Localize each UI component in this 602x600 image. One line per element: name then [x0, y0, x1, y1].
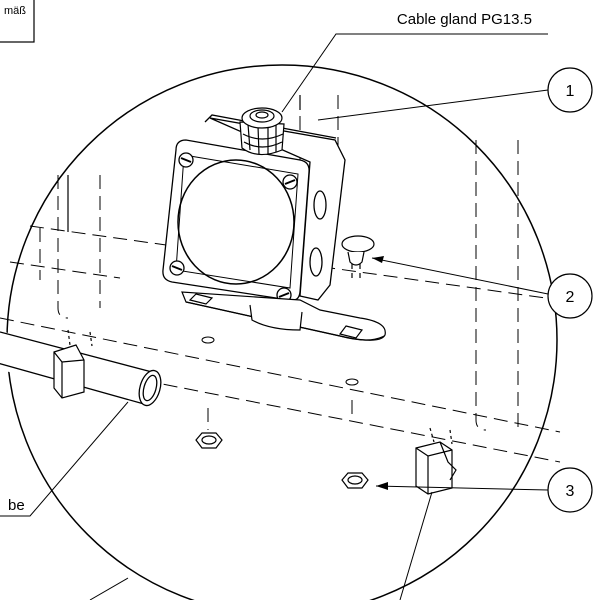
box-lid: [177, 159, 295, 285]
leader-lines: [0, 33, 549, 600]
callout-2-number: 2: [566, 289, 575, 306]
nut: [195, 432, 223, 449]
leader-arrowheads: [372, 256, 388, 490]
dashed-frame-lines: [0, 95, 561, 463]
junction-box: [162, 114, 346, 303]
corner-title-text: mäß: [4, 5, 26, 17]
side-knockout: [309, 247, 323, 277]
mounting-bracket: [181, 291, 386, 341]
callout-1-number: 1: [566, 83, 575, 100]
callout-3-number: 3: [566, 483, 575, 500]
cable-clip: [415, 427, 457, 495]
callout-1: 1: [547, 67, 593, 113]
corner-title-box: mäß: [0, 0, 35, 43]
cable-gland-label: Cable gland PG13.5: [397, 11, 532, 28]
nut: [341, 472, 369, 489]
box-screw: [178, 152, 194, 168]
box-front-face: [162, 139, 310, 301]
side-knockout: [313, 190, 327, 220]
pipe-clip: [53, 329, 93, 399]
mounting-holes: [201, 336, 359, 386]
rivet: [341, 235, 375, 278]
cable-gland: [239, 107, 285, 156]
callout-2: 2: [547, 273, 593, 319]
callout-3: 3: [547, 467, 593, 513]
box-screw: [276, 287, 292, 303]
upper-posts: [67, 95, 301, 232]
box-screw: [282, 174, 298, 190]
pipe-label: be: [8, 497, 25, 514]
box-screw: [169, 260, 185, 276]
